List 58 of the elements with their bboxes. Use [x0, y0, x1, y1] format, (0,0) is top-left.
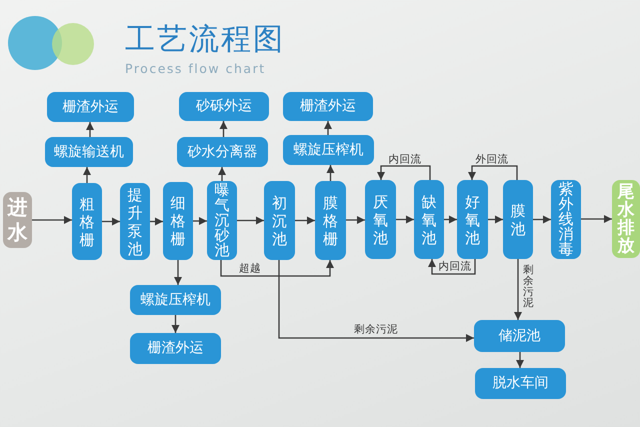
- edge-label: 外回流: [476, 154, 508, 165]
- edge-label: 内回流: [438, 262, 472, 272]
- process-box: 储泥池: [474, 320, 565, 352]
- arrow: [514, 259, 522, 320]
- process-box: 螺旋输送机: [45, 137, 133, 167]
- process-box: 细格栅: [163, 182, 193, 260]
- process-box: 粗格栅: [72, 183, 102, 260]
- arrow: [516, 352, 524, 368]
- arrow: [220, 260, 334, 277]
- arrow: [396, 216, 414, 224]
- arrow: [468, 165, 518, 180]
- process-box: 脱水车间: [475, 368, 566, 399]
- arrow: [295, 216, 315, 224]
- arrow: [278, 260, 474, 342]
- process-box: 膜池: [503, 180, 533, 259]
- arrow: [150, 218, 163, 226]
- edge-label: 内回流: [388, 154, 422, 165]
- arrow: [581, 215, 612, 223]
- subtitle: Process flow chart: [125, 62, 266, 76]
- title: 工艺流程图: [125, 22, 285, 58]
- process-box: 初沉池: [264, 181, 295, 260]
- arrow: [83, 167, 91, 183]
- arrow: [237, 216, 264, 224]
- arrow: [32, 216, 72, 224]
- process-box: 曝气沉砂池: [207, 181, 237, 260]
- process-box: 膜格栅: [315, 181, 346, 260]
- arrow: [86, 122, 94, 137]
- process-box: 螺旋压榨机: [283, 135, 374, 165]
- process-box: 栅渣外运: [47, 92, 134, 122]
- arrow: [220, 121, 228, 137]
- process-box: 砂砾外运: [179, 92, 269, 121]
- arrow: [428, 259, 476, 275]
- arrow: [172, 315, 180, 333]
- process-box: 缺氧池: [414, 180, 444, 259]
- arrow: [193, 217, 207, 225]
- arrow: [326, 165, 334, 181]
- process-box: 砂水分离器: [177, 137, 268, 167]
- arrow: [174, 260, 182, 285]
- edge-label: 剩余污泥: [522, 264, 534, 310]
- process-box: 好氧池: [457, 180, 488, 259]
- process-box: 栅渣外运: [283, 92, 373, 121]
- inlet-box: 进水: [3, 192, 32, 248]
- outlet-box: 尾水排放: [612, 180, 640, 258]
- process-box: 栅渣外运: [130, 333, 221, 364]
- process-box: 紫外线消毒: [551, 180, 581, 259]
- process-box: 提升泵池: [120, 183, 150, 260]
- arrow: [218, 167, 226, 181]
- edge-label: 剩余污泥: [354, 324, 398, 336]
- arrow: [377, 165, 431, 180]
- arrow: [346, 216, 365, 224]
- arrow: [102, 218, 120, 226]
- arrow: [533, 216, 551, 224]
- arrow: [324, 121, 332, 135]
- arrow: [444, 216, 457, 224]
- arrow: [488, 216, 503, 224]
- process-box: 厌氧池: [365, 180, 396, 259]
- edge-label: 超越: [239, 264, 261, 274]
- process-box: 螺旋压榨机: [130, 285, 221, 315]
